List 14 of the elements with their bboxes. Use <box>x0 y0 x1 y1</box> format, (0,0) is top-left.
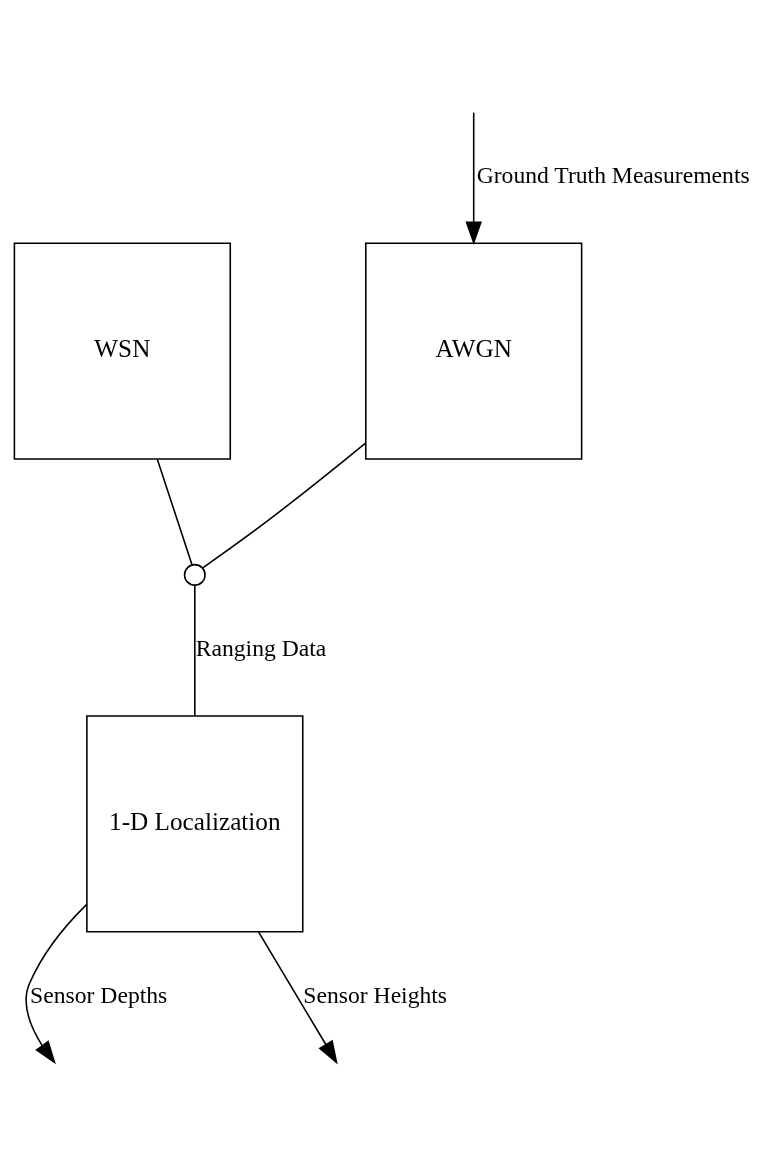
node-box: AWGN <box>364 242 583 460</box>
arrow <box>465 111 482 246</box>
edge-label: Ground Truth Measurements <box>476 162 750 189</box>
node-switch <box>183 563 206 586</box>
connector <box>194 584 196 717</box>
edge-label: Ranging Data <box>195 635 327 662</box>
arrow <box>25 903 88 1065</box>
connector <box>201 442 367 569</box>
arrow <box>257 931 338 1065</box>
node-box: 1-D Localization <box>86 715 304 933</box>
node-box: WSN <box>13 242 232 460</box>
connector <box>156 458 193 566</box>
edge-label: Sensor Depths <box>30 981 168 1008</box>
edge-label: Sensor Heights <box>303 981 448 1008</box>
